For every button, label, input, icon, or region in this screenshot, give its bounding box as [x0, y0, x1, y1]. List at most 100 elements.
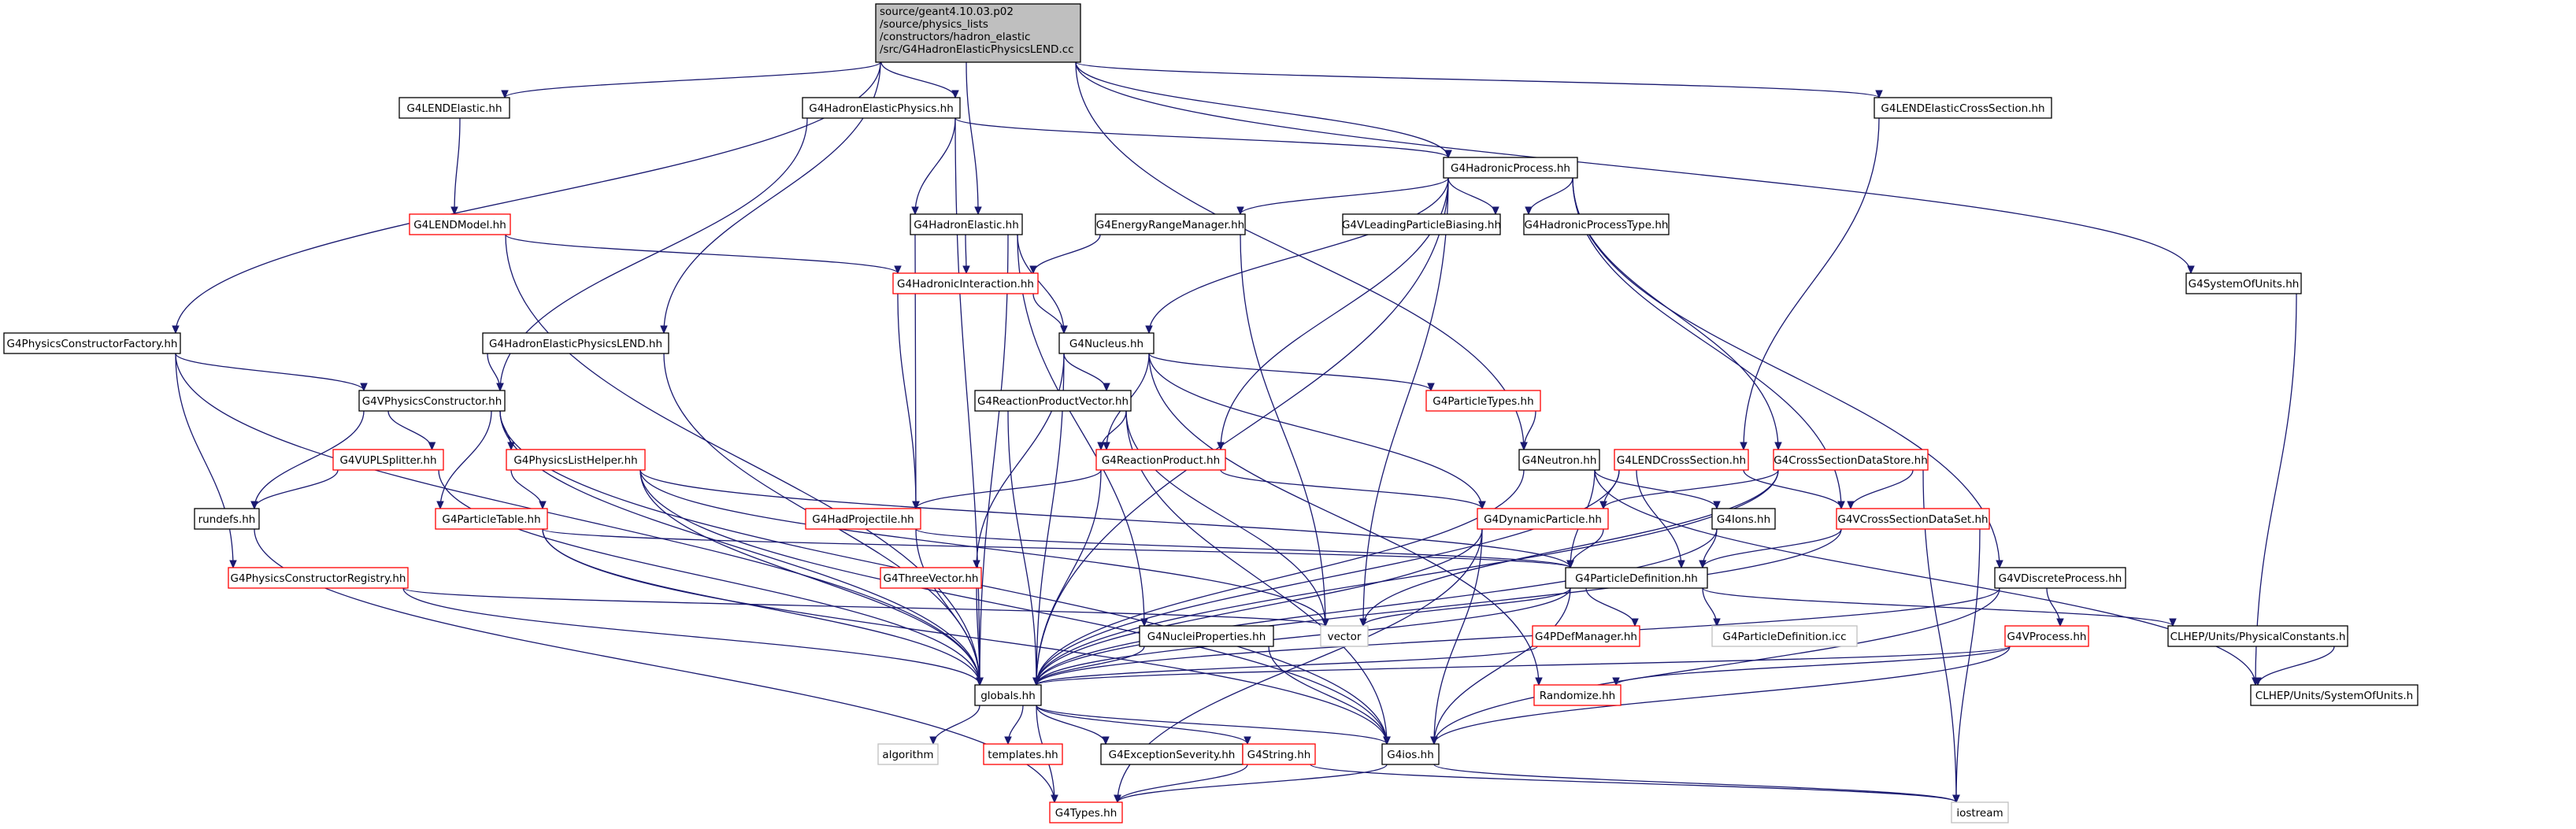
- node-box: [1711, 508, 1776, 530]
- include-edge: [915, 528, 1571, 568]
- node-g4lendcrosssection-hh[interactable]: G4LENDCrossSection.hh: [1614, 449, 1749, 471]
- edge-arrowhead: [1713, 618, 1721, 627]
- include-edge: [175, 353, 234, 568]
- include-edge: [1148, 177, 1449, 334]
- node-g4pdefmanager-hh[interactable]: G4PDefManager.hh: [1532, 625, 1640, 647]
- node-g4threevector-hh[interactable]: G4ThreeVector.hh: [880, 567, 982, 589]
- include-edge: [1240, 234, 1326, 627]
- node-box: [358, 390, 506, 412]
- edge-arrowhead: [951, 90, 959, 99]
- node-box: [1049, 801, 1123, 823]
- node-clhep-units-physicalconstants-h[interactable]: CLHEP/Units/PhysicalConstants.h: [2167, 625, 2348, 647]
- node-g4vuplsplitter-hh[interactable]: G4VUPLSplitter.hh: [332, 449, 444, 471]
- node-label: vector: [1328, 631, 1362, 643]
- node-g4neutron-hh[interactable]: G4Neutron.hh: [1518, 449, 1600, 471]
- include-edge: [1036, 705, 1388, 745]
- node-g4energyrangemanager-hh[interactable]: G4EnergyRangeManager.hh: [1095, 213, 1246, 235]
- node-g4hadronelasticphysicslend-hh[interactable]: G4HadronElasticPhysicsLEND.hh: [482, 332, 669, 354]
- node-globals-hh[interactable]: globals.hh: [974, 684, 1042, 706]
- node-src-g4hadronelasticphysicslend-cc[interactable]: source/geant4.10.03.p02/source/physics_l…: [875, 3, 1081, 63]
- node-g4particletable-hh[interactable]: G4ParticleTable.hh: [435, 508, 548, 530]
- node-box: [974, 684, 1042, 706]
- node-g4types-hh[interactable]: G4Types.hh: [1049, 801, 1123, 823]
- node-box: [1951, 801, 2009, 823]
- node-g4lendelasticcrosssection-hh[interactable]: G4LENDElasticCrossSection.hh: [1874, 97, 2052, 119]
- node-g4lendelastic-hh[interactable]: G4LENDElastic.hh: [398, 97, 510, 119]
- node-g4vphysicsconstructor-hh[interactable]: G4VPhysicsConstructor.hh: [358, 390, 506, 412]
- node-g4reactionproductvector-hh[interactable]: G4ReactionProductVector.hh: [974, 390, 1132, 412]
- node-label: G4HadronElasticPhysics.hh: [809, 102, 954, 115]
- node-g4particletypes-hh[interactable]: G4ParticleTypes.hh: [1425, 390, 1541, 412]
- node-label: G4LENDModel.hh: [413, 219, 506, 231]
- node-g4hadronelastic-hh[interactable]: G4HadronElastic.hh: [910, 213, 1023, 235]
- node-g4vleadingparticlebiasing-hh[interactable]: G4VLeadingParticleBiasing.hh: [1342, 213, 1501, 235]
- node-box: [1874, 97, 2052, 119]
- node-templates-hh[interactable]: templates.hh: [983, 743, 1063, 765]
- node-label: G4PhysicsListHelper.hh: [513, 454, 637, 467]
- node-rundefs-hh[interactable]: rundefs.hh: [194, 508, 260, 530]
- include-edge: [1036, 177, 1449, 686]
- node-g4string-hh[interactable]: G4String.hh: [1242, 743, 1316, 765]
- nodes-layer: source/geant4.10.03.p02/source/physics_l…: [3, 3, 2418, 823]
- node-box: [1139, 625, 1274, 647]
- node-box: [2167, 625, 2348, 647]
- node-g4particledefinition-icc[interactable]: G4ParticleDefinition.icc: [1711, 625, 1858, 647]
- node-g4physicsconstructorregistry-hh[interactable]: G4PhysicsConstructorRegistry.hh: [228, 567, 409, 589]
- edge-arrowhead: [1996, 560, 2003, 569]
- node-clhep-units-systemofunits-h[interactable]: CLHEP/Units/SystemOfUnits.h: [2250, 684, 2418, 706]
- node-randomize-hh[interactable]: Randomize.hh: [1533, 684, 1622, 706]
- edge-arrowhead: [911, 206, 919, 216]
- include-edge: [1433, 764, 1957, 803]
- edge-arrowhead: [1102, 736, 1110, 746]
- node-box: [1095, 213, 1246, 235]
- edge-arrowhead: [976, 677, 984, 687]
- node-g4ios-hh[interactable]: G4ios.hh: [1381, 743, 1440, 765]
- node-box: [802, 97, 961, 119]
- node-box: [2250, 684, 2418, 706]
- node-g4reactionproduct-hh[interactable]: G4ReactionProduct.hh: [1095, 449, 1226, 471]
- include-edge: [1036, 646, 1538, 686]
- node-g4hadronicprocesstype-hh[interactable]: G4HadronicProcessType.hh: [1523, 213, 1670, 235]
- node-g4hadronicprocess-hh[interactable]: G4HadronicProcess.hh: [1443, 157, 1578, 179]
- edge-arrowhead: [894, 265, 902, 275]
- node-vector[interactable]: vector: [1320, 625, 1369, 647]
- node-g4hadprojectile-hh[interactable]: G4HadProjectile.hh: [805, 508, 921, 530]
- node-algorithm[interactable]: algorithm: [877, 743, 939, 765]
- node-g4exceptionseverity-hh[interactable]: G4ExceptionSeverity.hh: [1100, 743, 1244, 765]
- node-label: G4ReactionProductVector.hh: [977, 395, 1129, 408]
- node-g4vdiscreteprocess-hh[interactable]: G4VDiscreteProcess.hh: [1994, 567, 2126, 589]
- node-g4systemofunits-hh[interactable]: G4SystemOfUnits.hh: [2185, 272, 2302, 294]
- include-edge: [1036, 646, 1145, 686]
- edge-arrowhead: [1599, 501, 1607, 510]
- node-g4lendmodel-hh[interactable]: G4LENDModel.hh: [409, 213, 511, 235]
- edge-arrowhead: [1060, 325, 1068, 335]
- node-g4dynamicparticle-hh[interactable]: G4DynamicParticle.hh: [1477, 508, 1609, 530]
- node-g4hadronelasticphysics-hh[interactable]: G4HadronElasticPhysics.hh: [802, 97, 961, 119]
- include-edge: [1032, 234, 1101, 274]
- include-edge: [1362, 177, 1449, 627]
- include-edge: [1702, 528, 1842, 568]
- edge-arrowhead: [1774, 442, 1782, 451]
- node-g4crosssectiondatastore-hh[interactable]: G4CrossSectionDataStore.hh: [1773, 449, 1929, 471]
- node-g4ions-hh[interactable]: G4Ions.hh: [1711, 508, 1776, 530]
- node-label: G4HadronElastic.hh: [914, 219, 1019, 231]
- node-box: [435, 508, 548, 530]
- node-g4physicslisthelper-hh[interactable]: G4PhysicsListHelper.hh: [506, 449, 646, 471]
- node-g4particledefinition-hh[interactable]: G4ParticleDefinition.hh: [1565, 567, 1708, 589]
- node-box: [1994, 567, 2126, 589]
- node-box: [409, 213, 511, 235]
- node-g4nucleiproperties-hh[interactable]: G4NucleiProperties.hh: [1139, 625, 1274, 647]
- edge-arrowhead: [1875, 90, 1883, 99]
- include-edge: [1615, 646, 2011, 686]
- edge-arrowhead: [1478, 501, 1486, 510]
- node-g4vcrosssectiondataset-hh[interactable]: G4VCrossSectionDataSet.hh: [1836, 508, 1990, 530]
- node-g4nucleus-hh[interactable]: G4Nucleus.hh: [1058, 332, 1155, 354]
- edge-arrowhead: [360, 383, 368, 392]
- edge-arrowhead: [507, 442, 515, 451]
- include-edge: [1148, 353, 1483, 509]
- node-g4physicsconstructorfactory-hh[interactable]: G4PhysicsConstructorFactory.hh: [3, 332, 181, 354]
- node-iostream[interactable]: iostream: [1951, 801, 2009, 823]
- node-g4hadronicinteraction-hh[interactable]: G4HadronicInteraction.hh: [892, 272, 1039, 294]
- node-g4vprocess-hh[interactable]: G4VProcess.hh: [2004, 625, 2089, 647]
- edge-arrowhead: [1029, 265, 1037, 275]
